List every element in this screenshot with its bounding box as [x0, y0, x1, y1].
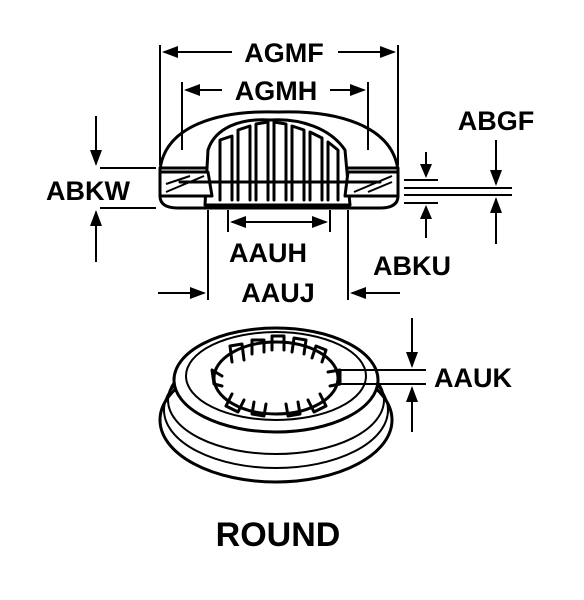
- dimension-abku: ABKU: [373, 152, 451, 281]
- label-agmh: AGMH: [235, 76, 318, 106]
- dimension-aauk: AAUK: [340, 318, 512, 432]
- grommet-cutaway: [203, 118, 352, 207]
- grommet-teeth: [210, 334, 342, 418]
- label-aauk: AAUK: [434, 363, 512, 393]
- dimension-agmf: AGMF: [159, 38, 399, 165]
- dimension-agmh: AGMH: [181, 76, 369, 150]
- caption-round: ROUND: [216, 516, 341, 554]
- label-aauh: AAUH: [229, 238, 307, 268]
- dimension-aauh: AAUH: [227, 210, 331, 268]
- dimension-abkw: ABKW: [46, 116, 156, 262]
- dimension-abgf: ABGF: [404, 106, 534, 244]
- label-agmf: AGMF: [244, 38, 323, 68]
- grommet-splines: [218, 120, 340, 202]
- cross-section-view: AGMF AGMH ABKW: [46, 38, 534, 308]
- label-abku: ABKU: [373, 251, 451, 281]
- isometric-view: AAUK: [158, 318, 512, 484]
- label-abgf: ABGF: [458, 106, 535, 136]
- dimension-aauj: AAUJ: [158, 210, 400, 308]
- label-aauj: AAUJ: [241, 278, 315, 308]
- label-abkw: ABKW: [46, 176, 130, 206]
- grommet-hole: [212, 340, 340, 416]
